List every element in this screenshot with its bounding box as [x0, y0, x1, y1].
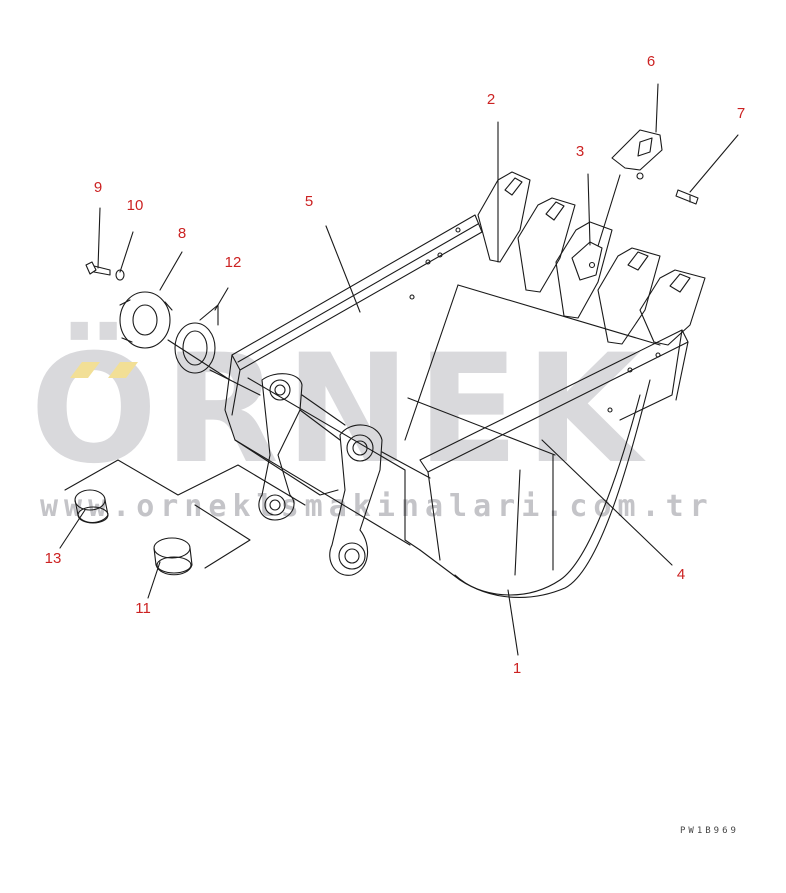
bushing-part-11 — [153, 537, 193, 576]
callout-6: 6 — [646, 53, 656, 70]
callout-3: 3 — [575, 143, 585, 160]
callout-5: 5 — [304, 193, 314, 210]
callout-2: 2 — [486, 91, 496, 108]
ring-part-12 — [174, 304, 219, 374]
bucket-teeth — [477, 171, 706, 346]
pin-boss-plates — [258, 373, 431, 576]
pin-part-7 — [675, 189, 699, 205]
watermark-url: www.orneklsmakinalari.com.tr — [40, 489, 714, 524]
side-cutter — [571, 241, 603, 281]
shim-part-8 — [119, 291, 173, 349]
callout-9: 9 — [93, 179, 103, 196]
washer-part-10 — [115, 269, 125, 281]
assembly-guide-lines — [64, 339, 306, 569]
callout-13: 13 — [44, 550, 62, 567]
callout-12: 12 — [224, 254, 242, 271]
drawing-code: PW1B969 — [680, 826, 739, 836]
callout-4: 4 — [676, 566, 686, 583]
watermark-brand: ÖRNEK — [30, 323, 648, 497]
bucket-body — [224, 214, 689, 598]
bolt-part-9 — [85, 261, 111, 276]
callout-8: 8 — [177, 225, 187, 242]
loose-tooth-part-6 — [611, 129, 663, 180]
leader-lines — [59, 83, 739, 656]
bushing-part-13 — [74, 489, 109, 524]
callout-7: 7 — [736, 105, 746, 122]
callout-11: 11 — [135, 600, 151, 617]
callout-1: 1 — [512, 660, 522, 677]
callout-10: 10 — [126, 197, 144, 214]
